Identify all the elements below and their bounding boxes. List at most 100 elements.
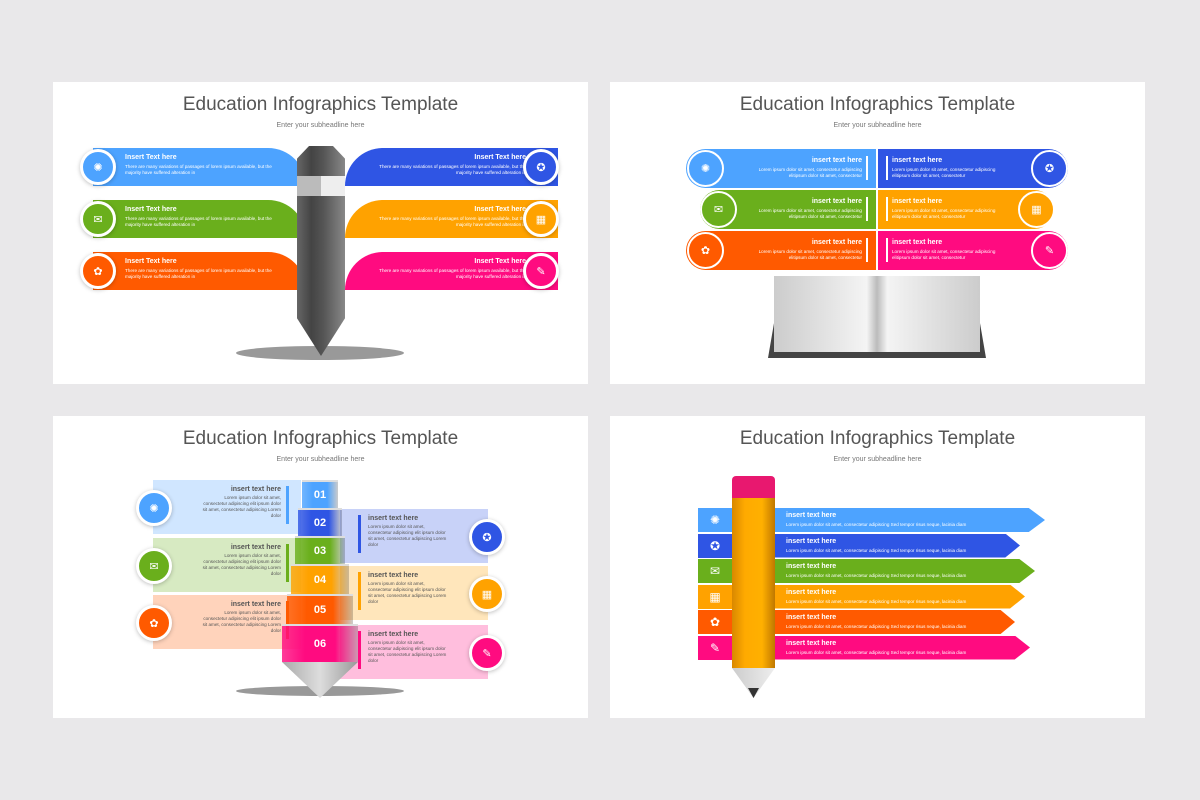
edit-icon: ✎ [482,647,492,660]
item-body: Lorem ipsum dolor sit amet, consectetur … [786,573,967,578]
item-body: Lorem ipsum dolor sit amet, consectetur … [368,640,447,663]
pencil-segment: 06 [282,624,358,662]
item-body: Lorem ipsum dolor sit amet, consectetur … [758,208,862,219]
calendar-icon: ▦ [698,584,732,609]
item-heading: insert text here [230,601,281,608]
item-body: Lorem ipsum dolor sit amet, consectetur … [368,524,447,547]
item-body: Lorem ipsum dolor sit amet, consectetur … [892,167,996,178]
mail-icon: ✉ [149,560,159,573]
icon-circle: ✿ [687,232,724,269]
item-body: Lorem ipsum dolor sit amet, consectetur … [786,649,967,655]
icon-circle: ✺ [687,150,724,187]
item-body: There are many variations of passages of… [125,216,272,227]
item-body: Lorem ipsum dolor sit amet, consectetur … [202,495,281,518]
item-body: There are many variations of passages of… [379,268,526,279]
item-heading: insert text here [230,486,281,493]
accent-bar [358,515,361,553]
edit-icon: ✎ [1044,245,1055,257]
palette-icon: ✿ [93,265,103,278]
item-heading: insert text here [786,588,837,596]
item-heading: insert text here [811,198,862,205]
item-heading: insert text here [892,239,943,246]
accent-bar [286,544,289,582]
pencil-segment: 02 [298,508,342,536]
slide-subtitle: Enter your subheadline here [276,456,365,463]
divider [886,156,888,180]
item-heading: Insert Text here [474,258,526,265]
accent-bar [286,486,289,524]
item-body: Lorem ipsum dolor sit amet, consectetur … [786,522,967,527]
slide-title: Education Infographics Template [182,428,459,449]
accent-bar [358,572,361,610]
item-body: Lorem ipsum dolor sit amet, consectetur … [786,598,967,604]
divider [886,197,888,221]
item-heading: Insert Text here [125,154,177,161]
icon-circle: ▦ [1018,191,1055,228]
item-heading: insert text here [786,563,837,570]
item-heading: insert text here [892,198,943,205]
slide-subtitle: Enter your subheadline here [833,456,922,463]
icon-circle: ✪ [469,519,505,555]
divider [866,197,868,221]
icon-circle: ✎ [523,253,559,289]
pencil-segment: 01 [302,480,338,508]
icon-circle: ✉ [700,191,737,228]
icon-circle: ✉ [136,548,172,584]
item-body: There are many variations of passages of… [379,164,526,175]
lightbulb-icon: ✪ [698,533,732,558]
item-heading: insert text here [368,631,419,638]
divider [866,156,868,180]
item-heading: Insert Text here [125,258,177,265]
mail-icon: ✉ [713,204,724,216]
item-body: Lorem ipsum dolor sit amet, consectetur … [758,167,862,178]
palette-icon: ✿ [700,245,711,257]
calendar-icon: ▦ [1031,204,1042,216]
pencil-body [732,498,775,668]
pencil-segment: 04 [291,564,349,594]
lightbulb-icon: ✪ [482,531,492,544]
gear-icon: ✺ [698,508,732,532]
gear-icon: ✺ [700,163,711,175]
item-heading: Insert Text here [474,206,526,213]
book-pages [774,276,980,352]
calendar-icon: ▦ [481,588,493,601]
item-heading: Insert Text here [474,154,526,161]
item-body: Lorem ipsum dolor sit amet, consectetur … [202,553,281,576]
pencil-ferrule [297,176,345,196]
pencil-segment: 05 [287,594,353,624]
slide-title: Education Infographics Template [739,428,1016,449]
divider [866,238,868,262]
slide-title: Education Infographics Template [739,94,1016,115]
icon-circle: ▦ [469,576,505,612]
icon-circle: ✪ [1031,150,1068,187]
item-heading: insert text here [368,515,419,522]
item-body: Lorem ipsum dolor sit amet, consectetur … [368,581,447,604]
icon-circle: ✺ [80,149,116,185]
icon-circle: ✿ [80,253,116,289]
icon-circle: ✿ [136,605,172,641]
icon-circle: ✉ [80,201,116,237]
gear-icon: ✺ [149,502,159,515]
